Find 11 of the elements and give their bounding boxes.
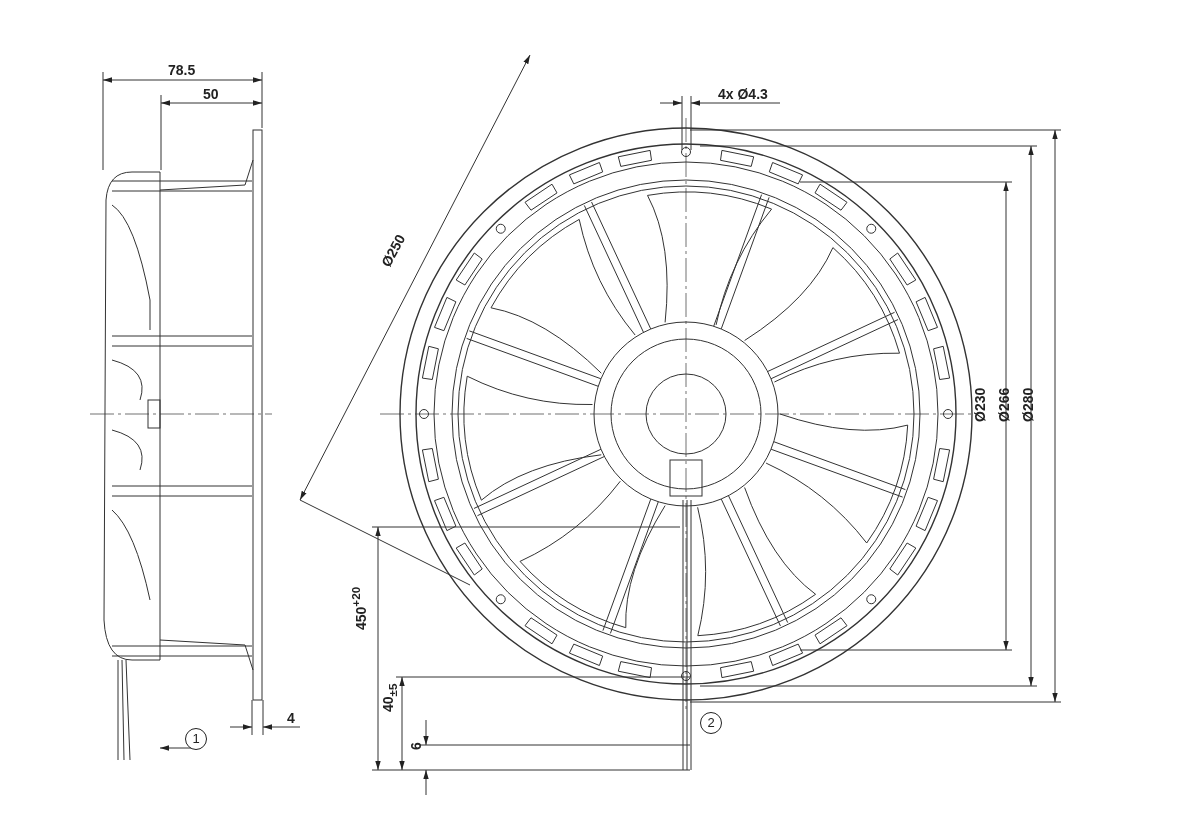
dimension-label: 4 <box>287 710 295 726</box>
dimension-label: Ø266 <box>996 387 1012 422</box>
dimension-label: Ø280 <box>1020 387 1036 422</box>
callout-number: 2 <box>700 712 722 734</box>
callout-number: 1 <box>185 728 207 750</box>
dimension-label: Ø250 <box>378 231 409 270</box>
dimension-label: Ø230 <box>972 387 988 422</box>
dimension-label: 4x Ø4.3 <box>718 86 768 102</box>
dimension-label: 78.5 <box>168 62 196 78</box>
dimension-label: 6 <box>408 742 424 750</box>
dimension-label: 50 <box>203 86 219 102</box>
